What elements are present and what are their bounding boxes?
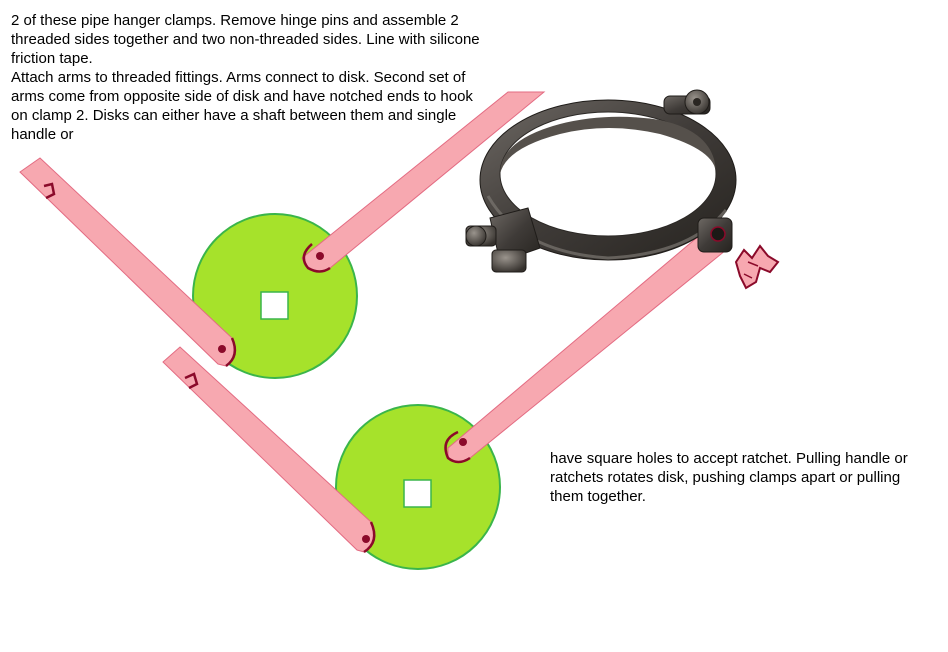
upper-notched-arm-pivot <box>218 345 226 353</box>
upper-notched-arm <box>19 157 237 368</box>
instructions-paragraph-2: Attach arms to threaded fittings. Arms c… <box>11 69 473 143</box>
operation-note: have square holes to accept ratchet. Pul… <box>550 449 930 506</box>
instructions-paragraph-1: 2 of these pipe hanger clamps. Remove hi… <box>11 12 480 67</box>
lower-notched-arm-pivot <box>362 535 370 543</box>
clamp-bolt-head <box>465 225 487 247</box>
clamp-threaded-fitting <box>710 226 726 242</box>
lower-notched-arm <box>162 346 376 554</box>
upper-disk-square-hole <box>260 291 289 320</box>
upper-disk-arm-to-clamp <box>301 91 546 273</box>
upper-arm-pivot <box>316 252 324 260</box>
lower-disk-arm-to-clamp <box>444 234 727 464</box>
lower-disk-square-hole <box>403 479 432 508</box>
lower-arm-pivot <box>459 438 467 446</box>
lower-arm-notch <box>184 372 199 390</box>
assembly-instructions: 2 of these pipe hanger clamps. Remove hi… <box>11 11 491 144</box>
pipe-hanger-clamp-icon <box>465 89 737 273</box>
operation-note-text: have square holes to accept ratchet. Pul… <box>550 450 908 505</box>
upper-arm-notch <box>43 182 56 200</box>
clamp-notch-sketch <box>734 244 780 290</box>
